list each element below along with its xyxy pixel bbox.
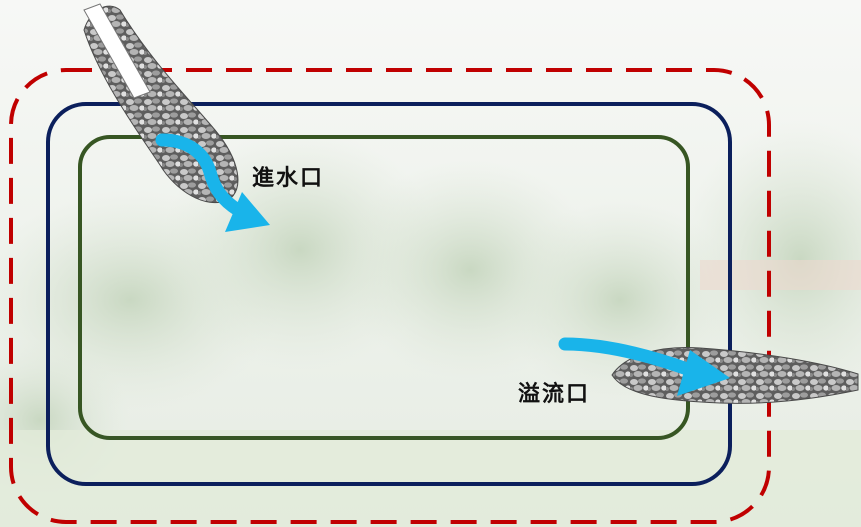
inner-boundary <box>78 135 690 440</box>
inlet-flow-arrow <box>155 133 270 232</box>
inlet-label: 進水口 <box>252 166 325 191</box>
outlet-label: 溢流口 <box>518 382 591 407</box>
outer-boundary <box>9 68 771 524</box>
outlet-flow-arrow <box>558 337 730 396</box>
middle-boundary <box>46 102 732 486</box>
